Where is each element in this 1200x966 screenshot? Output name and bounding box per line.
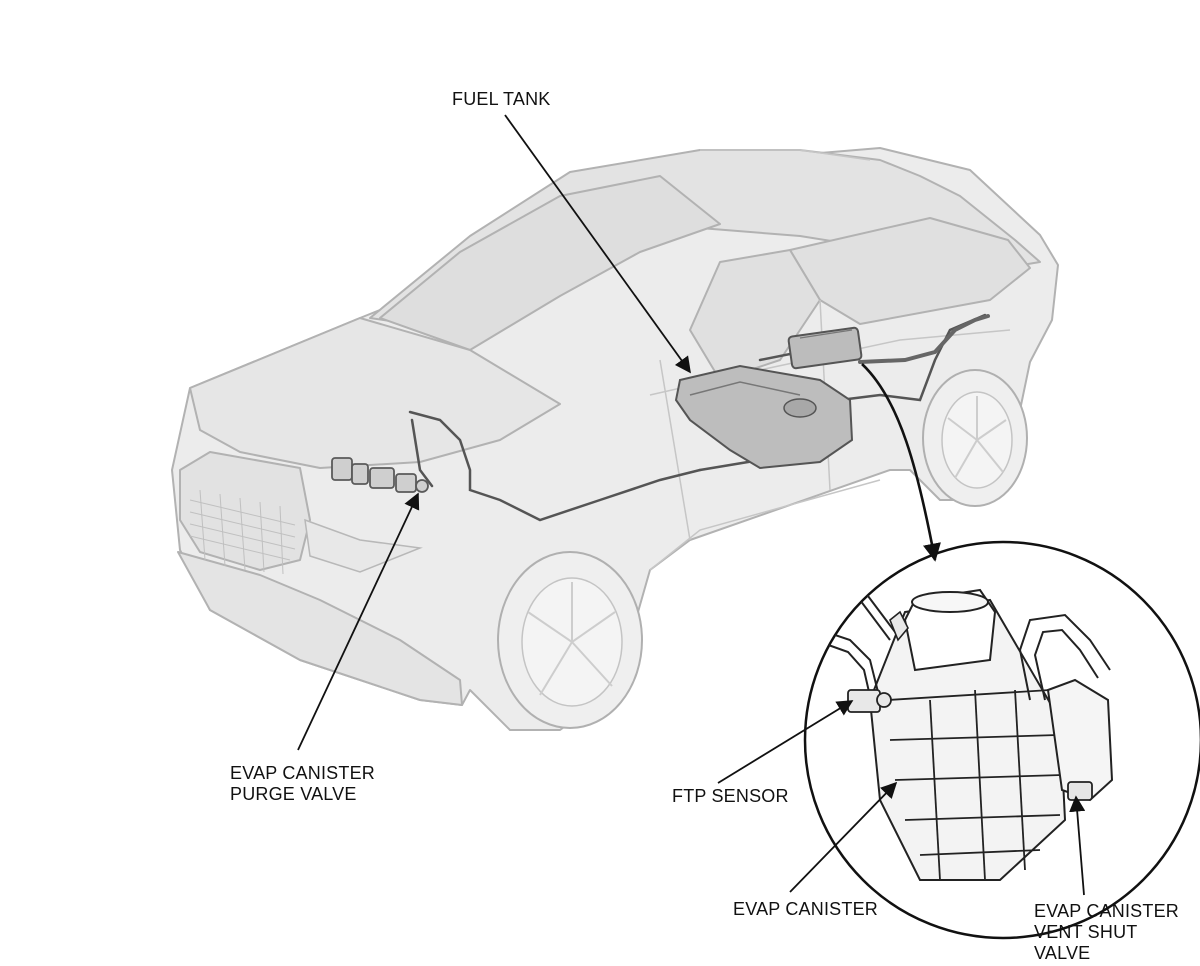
evap-canister-label: EVAP CANISTER [733, 899, 878, 919]
detail-inset-artwork [819, 574, 1114, 881]
vent-shut-valve-label: EVAP CANISTER VENT SHUT VALVE [1034, 901, 1179, 963]
canister-location [787, 326, 863, 370]
filler-pipe [858, 314, 990, 364]
grille [189, 489, 296, 575]
purge-valve-label: EVAP CANISTER PURGE VALVE [230, 763, 375, 804]
front-wheel [497, 551, 643, 729]
fuel-tank [674, 364, 854, 470]
headlamp [304, 518, 423, 573]
suv-body [171, 147, 1059, 731]
rear-wheel [922, 369, 1028, 507]
ftp-sensor-label: FTP SENSOR [672, 786, 789, 806]
leader-lines [297, 114, 1086, 896]
fuel-tank-label: FUEL TANK [452, 89, 551, 109]
purge-valve-cluster [331, 457, 429, 493]
